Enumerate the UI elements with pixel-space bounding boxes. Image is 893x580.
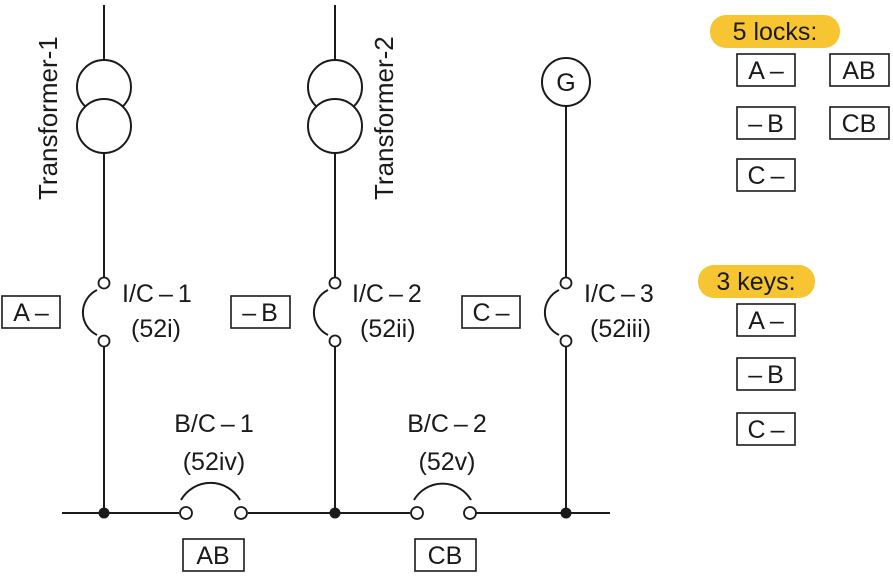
svg-text:A –: A –: [748, 57, 784, 85]
key-b: – B: [736, 357, 796, 391]
lock-a: A –: [736, 53, 796, 87]
transformer-2-secondary-winding: [307, 98, 363, 154]
feeder-1: Transformer-1 I/C – 1 (52i) A –: [1, 5, 192, 513]
ic3-lock: C –: [461, 295, 521, 329]
svg-text:A –: A –: [748, 307, 784, 335]
svg-text:– B: – B: [748, 361, 784, 389]
keys-title-highlight: [698, 265, 815, 298]
bc1-lock: AB: [182, 538, 245, 572]
svg-text:CB: CB: [428, 542, 463, 570]
junction-node-3: [560, 507, 572, 519]
ic1-name: I/C – 1: [122, 280, 192, 308]
feeder-2: Transformer-2 I/C – 2 (52ii) – B: [230, 5, 422, 513]
svg-text:C –: C –: [748, 162, 785, 190]
generator-label: G: [556, 69, 575, 97]
keys-title: 3 keys:: [716, 268, 795, 296]
key-c: C –: [736, 412, 796, 446]
bc2-code: (52v): [419, 448, 476, 476]
ic2-lock: – B: [230, 295, 291, 329]
bc1-code: (52iv): [183, 448, 246, 476]
bc2-name: B/C – 2: [407, 410, 487, 438]
breaker-bc1: B/C – 1 (52iv) AB: [174, 410, 254, 572]
feeder-3: G I/C – 3 (52iii) C –: [461, 57, 654, 513]
svg-text:AB: AB: [196, 542, 229, 570]
svg-text:– B: – B: [748, 110, 784, 138]
locks-legend: 5 locks: A – – B C – AB CB: [710, 15, 890, 192]
svg-text:C –: C –: [473, 299, 510, 327]
svg-text:– B: – B: [242, 299, 278, 327]
ic1-code: (52i): [131, 315, 181, 343]
svg-text:CB: CB: [842, 110, 877, 138]
svg-text:A –: A –: [13, 299, 49, 327]
breaker-ic2: [312, 276, 342, 348]
transformer-2-label: Transformer-2: [369, 36, 399, 200]
transformer-1-label: Transformer-1: [33, 36, 63, 200]
ic3-code: (52iii): [590, 315, 651, 343]
ic2-code: (52ii): [360, 315, 416, 343]
ic2-name: I/C – 2: [352, 280, 422, 308]
lock-ab: AB: [829, 53, 890, 87]
busbar: [62, 507, 610, 519]
svg-text:C –: C –: [748, 416, 785, 444]
bc2-lock: CB: [414, 538, 477, 572]
locks-title-highlight: [710, 15, 840, 48]
lock-b: – B: [736, 106, 796, 140]
lock-c: C –: [736, 158, 796, 192]
junction-node-2: [329, 507, 341, 519]
breaker-ic3: [543, 276, 573, 348]
junction-node-1: [98, 507, 110, 519]
key-a: A –: [736, 303, 796, 337]
breaker-bc2: B/C – 2 (52v) CB: [407, 410, 487, 572]
locks-title: 5 locks:: [733, 18, 818, 46]
lock-cb: CB: [829, 106, 890, 140]
bc1-name: B/C – 1: [174, 410, 254, 438]
transformer-1-secondary-winding: [76, 98, 132, 154]
breaker-ic1: [81, 276, 111, 348]
svg-text:AB: AB: [842, 57, 875, 85]
ic1-lock: A –: [1, 295, 61, 329]
keys-legend: 3 keys: A – – B C –: [698, 265, 815, 446]
ic3-name: I/C – 3: [584, 280, 654, 308]
